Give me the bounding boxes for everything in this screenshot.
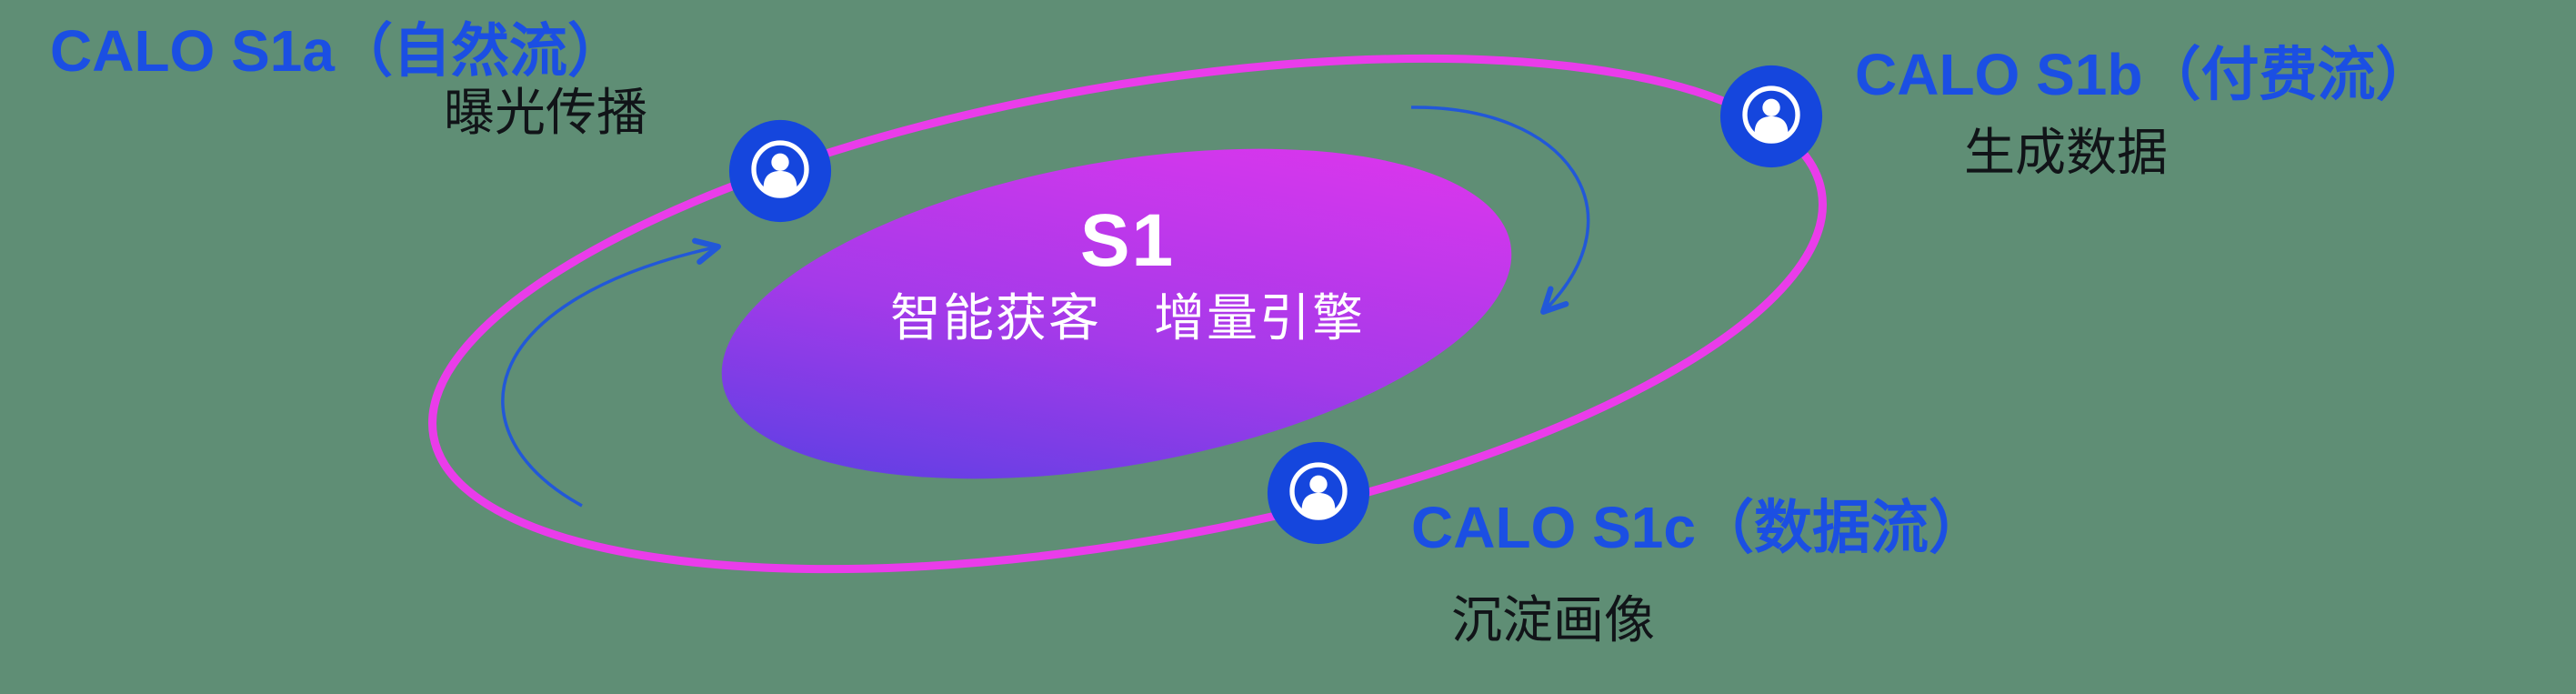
label-s1a-subtitle: 曝光传播 bbox=[444, 84, 647, 141]
flow-arrow-left bbox=[501, 237, 721, 508]
core-subtitle: 智能获客 增量引擎 bbox=[890, 289, 1365, 347]
core-title: S1 bbox=[1079, 199, 1176, 282]
orbit-ring bbox=[428, 54, 1827, 574]
label-s1b-subtitle: 生成数据 bbox=[1964, 124, 2168, 181]
label-s1c-title: CALO S1c（数据流） bbox=[1411, 495, 1987, 560]
user-icon bbox=[728, 119, 832, 223]
node-s1c bbox=[1266, 440, 1371, 546]
user-icon bbox=[1719, 65, 1823, 168]
label-s1c-subtitle: 沉淀画像 bbox=[1451, 591, 1655, 649]
node-s1b bbox=[1719, 64, 1824, 169]
center-gradient-ellipse bbox=[721, 148, 1512, 479]
flow-arrow-right bbox=[1410, 106, 1590, 315]
label-s1b-title: CALO S1b（付费流） bbox=[1855, 42, 2434, 107]
center-core: S1 智能获客 增量引擎 bbox=[890, 204, 1365, 344]
node-s1a bbox=[727, 118, 833, 224]
label-s1a-title: CALO S1a（自然流） bbox=[50, 18, 626, 84]
user-icon bbox=[1267, 441, 1370, 545]
